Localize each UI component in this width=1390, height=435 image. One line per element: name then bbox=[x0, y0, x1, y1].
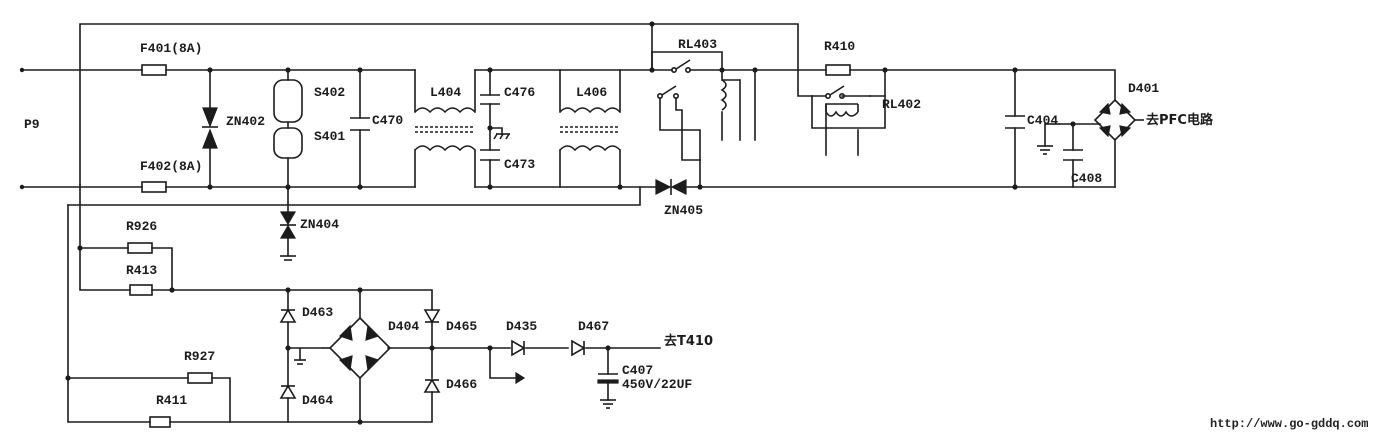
label-c407: C407 bbox=[622, 363, 653, 378]
ground-icon-c404 bbox=[1037, 123, 1060, 155]
label-r413: R413 bbox=[126, 263, 157, 278]
label-zn402: ZN402 bbox=[226, 114, 265, 129]
label-c473: C473 bbox=[504, 157, 535, 172]
varistor-zn405 bbox=[655, 179, 687, 195]
diode-d435 bbox=[511, 340, 525, 356]
ground-icon-d463 bbox=[294, 359, 306, 365]
diode-d467 bbox=[571, 340, 585, 356]
bridge-rectifier-d404 bbox=[322, 316, 392, 380]
label-f402: F402(8A) bbox=[140, 159, 202, 174]
label-l404: L404 bbox=[430, 85, 461, 100]
label-rl402: RL402 bbox=[882, 97, 921, 112]
label-c404: C404 bbox=[1027, 113, 1058, 128]
choke-l404 bbox=[414, 107, 476, 152]
spark-gap-s401 bbox=[273, 127, 303, 159]
spark-gap-s402 bbox=[273, 79, 303, 123]
watermark-url: http://www.go-gddq.com bbox=[1210, 417, 1368, 431]
varistor-zn404 bbox=[279, 211, 297, 261]
diode-d464 bbox=[280, 385, 296, 399]
diode-d463 bbox=[280, 309, 296, 323]
label-to-pfc: 去PFC电路 bbox=[1146, 112, 1214, 128]
labels: P9 F401(8A) F402(8A) ZN402 S402 S401 C47… bbox=[24, 37, 1368, 431]
label-zn405: ZN405 bbox=[664, 203, 703, 218]
capacitor-c407 bbox=[597, 373, 619, 409]
capacitor-c476 bbox=[480, 94, 500, 105]
choke-l406 bbox=[559, 107, 621, 152]
fuse-f401 bbox=[141, 64, 167, 76]
resistor-r927 bbox=[187, 372, 213, 384]
label-p9: P9 bbox=[24, 117, 40, 132]
relay-rl402 bbox=[824, 85, 859, 117]
resistor-r411 bbox=[149, 416, 171, 428]
label-rl403: RL403 bbox=[678, 37, 717, 52]
capacitor-c473 bbox=[480, 149, 500, 161]
label-s401: S401 bbox=[314, 129, 345, 144]
diode-d465 bbox=[424, 309, 440, 323]
label-d463: D463 bbox=[302, 305, 333, 320]
label-d401: D401 bbox=[1128, 81, 1159, 96]
label-c470: C470 bbox=[372, 113, 403, 128]
arrow-icon bbox=[515, 371, 526, 385]
label-f401: F401(8A) bbox=[140, 41, 202, 56]
label-r926: R926 bbox=[126, 219, 157, 234]
capacitor-c408 bbox=[1063, 149, 1083, 161]
varistor-zn402 bbox=[202, 107, 218, 149]
label-zn404: ZN404 bbox=[300, 217, 339, 232]
label-c476: C476 bbox=[504, 85, 535, 100]
wires bbox=[21, 23, 1116, 423]
label-d466: D466 bbox=[446, 377, 477, 392]
label-to-t410: 去T410 bbox=[664, 333, 713, 349]
label-d435: D435 bbox=[506, 319, 537, 334]
label-c407-value: 450V/22UF bbox=[622, 377, 692, 392]
resistor-r410 bbox=[825, 64, 851, 76]
relay-rl403 bbox=[656, 59, 740, 111]
label-d467: D467 bbox=[578, 319, 609, 334]
label-d464: D464 bbox=[302, 393, 333, 408]
label-r410: R410 bbox=[824, 39, 855, 54]
label-d404: D404 bbox=[388, 319, 419, 334]
fuse-f402 bbox=[141, 181, 167, 193]
bridge-rectifier-d401 bbox=[1093, 98, 1144, 142]
capacitor-c404 bbox=[1005, 115, 1025, 129]
diode-d466 bbox=[424, 379, 440, 393]
resistor-r413 bbox=[129, 284, 153, 296]
label-l406: L406 bbox=[576, 85, 607, 100]
resistor-r926 bbox=[127, 242, 153, 254]
chassis-ground-icon bbox=[493, 133, 510, 140]
label-r927: R927 bbox=[184, 349, 215, 364]
junctions bbox=[19, 21, 1076, 425]
label-d465: D465 bbox=[446, 319, 477, 334]
label-r411: R411 bbox=[156, 393, 187, 408]
label-c408: C408 bbox=[1071, 171, 1102, 186]
label-s402: S402 bbox=[314, 85, 345, 100]
capacitor-c470 bbox=[350, 117, 370, 131]
